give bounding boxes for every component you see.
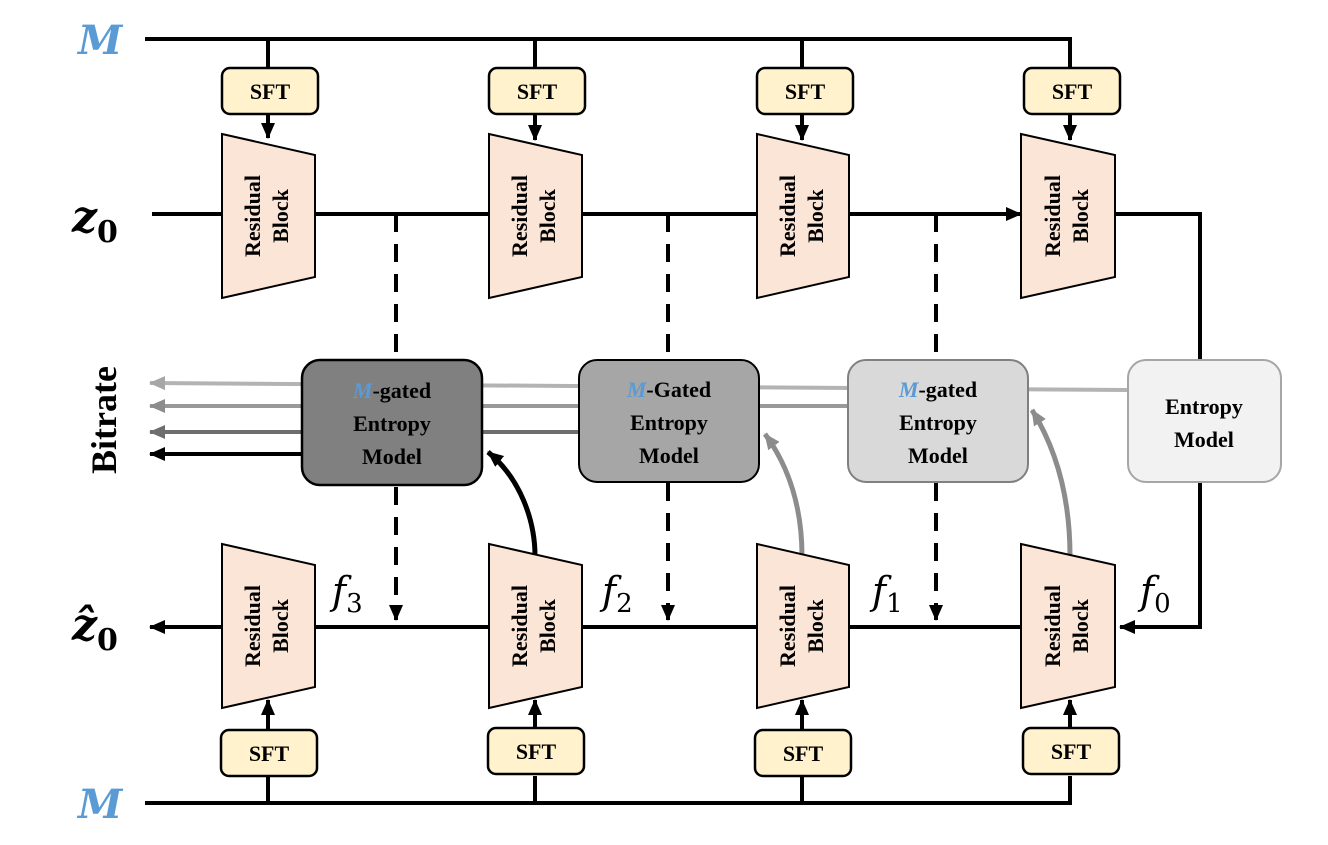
svg-text:Block: Block [268, 188, 293, 243]
entropy-model-4: Entropy Model [1127, 359, 1282, 483]
svg-text:SFT: SFT [785, 79, 826, 104]
sft-box-top-4: SFT [1022, 66, 1122, 116]
svg-text:Model: Model [362, 444, 422, 469]
dashed-connectors [389, 214, 943, 621]
m-accent-1: M [352, 378, 374, 403]
m-label-top: M [76, 17, 124, 64]
svg-text:SFT: SFT [250, 79, 291, 104]
m-label-bottom: M [76, 781, 124, 828]
sft-box-bottom-2: SFT [486, 726, 586, 776]
top-m-line [145, 37, 1072, 68]
sft-box-top-2: SFT [487, 66, 587, 116]
svg-text:Residual: Residual [507, 175, 532, 257]
bitrate-label: Bitrate [84, 366, 124, 474]
svg-text:Block: Block [1068, 188, 1093, 243]
residual-block-bottom-1: Residual Block [221, 542, 316, 710]
svg-text:Residual: Residual [775, 175, 800, 257]
sft-box-top-1: SFT [220, 66, 320, 116]
sft-box-bottom-4: SFT [1021, 726, 1121, 776]
svg-text:SFT: SFT [783, 741, 824, 766]
svg-text:Block: Block [268, 598, 293, 653]
svg-text:SFT: SFT [516, 739, 557, 764]
svg-text:SFT: SFT [517, 79, 558, 104]
svg-text:Block: Block [803, 188, 828, 243]
svg-text:Block: Block [1068, 598, 1093, 653]
svg-text:Residual: Residual [240, 585, 265, 667]
svg-text:Residual: Residual [240, 175, 265, 257]
f3-label: f3 [329, 569, 363, 619]
entropy-model-3: M-gated Entropy Model [847, 359, 1029, 483]
svg-text:Entropy: Entropy [353, 411, 431, 436]
svg-text:Residual: Residual [507, 585, 532, 667]
entropy-model-2: M-Gated Entropy Model [578, 359, 760, 483]
svg-text:M-Gated: M-Gated [626, 377, 711, 402]
svg-text:Model: Model [639, 443, 699, 468]
f0-label: f0 [1137, 569, 1171, 619]
residual-block-bottom-2: Residual Block [488, 542, 583, 710]
svg-text:Block: Block [535, 188, 560, 243]
svg-text:Residual: Residual [1040, 585, 1065, 667]
curved-arrows [486, 408, 1073, 557]
svg-text:M-gated: M-gated [352, 378, 431, 403]
residual-block-top-2: Residual Block [488, 132, 583, 300]
m-accent-2: M [626, 377, 648, 402]
svg-text:SFT: SFT [1052, 79, 1093, 104]
svg-text:SFT: SFT [249, 741, 290, 766]
svg-text:M-gated: M-gated [898, 377, 977, 402]
sft-box-bottom-1: SFT [219, 728, 319, 778]
svg-text:Residual: Residual [775, 585, 800, 667]
sft-box-bottom-3: SFT [753, 728, 853, 778]
residual-block-bottom-3: Residual Block [756, 542, 850, 710]
residual-block-bottom-4: Residual Block [1020, 542, 1116, 710]
residual-block-top-3: Residual Block [756, 132, 850, 300]
f1-label: f1 [869, 569, 903, 619]
svg-text:Block: Block [535, 598, 560, 653]
zhat-label: ẑ0 [71, 600, 118, 658]
svg-text:Entropy: Entropy [899, 410, 977, 435]
residual-block-top-4: Residual Block [1020, 132, 1116, 300]
svg-text:Block: Block [803, 598, 828, 653]
svg-text:Entropy: Entropy [630, 410, 708, 435]
sft-arrows [261, 113, 1077, 730]
svg-text:Entropy: Entropy [1165, 394, 1243, 419]
f2-label: f2 [599, 569, 633, 619]
bottom-m-line [145, 776, 1072, 805]
z0-label: z0 [71, 192, 118, 250]
svg-text:Model: Model [1174, 427, 1234, 452]
sft-box-top-3: SFT [755, 66, 855, 116]
entropy-model-1: M-gated Entropy Model [300, 358, 484, 487]
svg-text:Model: Model [908, 443, 968, 468]
m-accent-3: M [898, 377, 920, 402]
svg-text:Residual: Residual [1040, 175, 1065, 257]
svg-text:SFT: SFT [1051, 739, 1092, 764]
residual-block-top-1: Residual Block [221, 132, 316, 300]
